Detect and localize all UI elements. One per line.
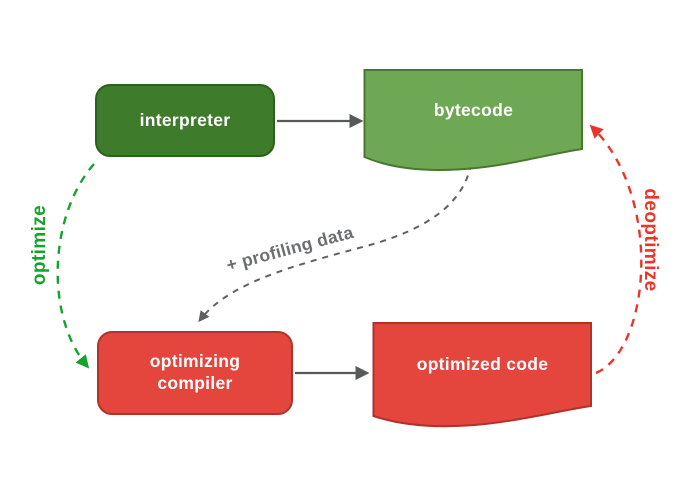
node-optimized-code: optimized code (372, 321, 593, 431)
node-optimizing-compiler: optimizing compiler (97, 331, 293, 415)
arrow-deoptimize (589, 124, 643, 375)
arrow-optimize (56, 163, 95, 369)
arrow-profiling-data (198, 163, 472, 323)
node-interpreter: interpreter (95, 84, 275, 157)
node-optimized-code-label: optimized code (416, 353, 549, 374)
node-bytecode-label: bytecode (433, 99, 514, 120)
node-bytecode: bytecode (363, 68, 584, 174)
bytecode-document-shape (363, 69, 583, 171)
edge-label-optimize: optimize (29, 204, 50, 286)
node-interpreter-label: interpreter (139, 109, 231, 130)
node-optimizing-compiler-label: optimizing compiler (149, 351, 241, 393)
optimized-code-document-shape (372, 322, 592, 428)
edge-label-deoptimize: deoptimize (640, 188, 661, 292)
